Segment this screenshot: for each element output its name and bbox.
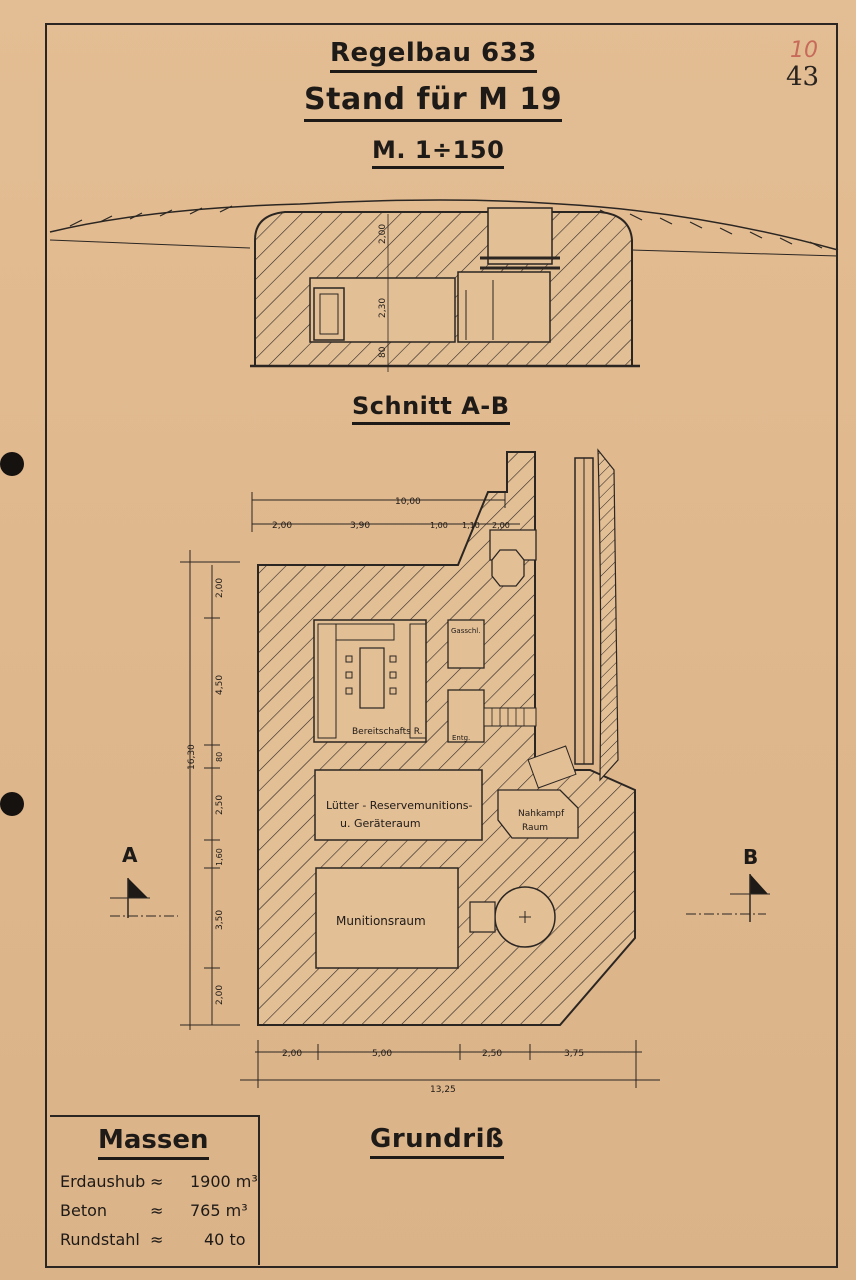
section-drawing: 2,00 2,30 80 (49, 199, 839, 372)
massen-value: 765 m³ (190, 1201, 248, 1220)
massen-row-rundstahl: Rundstahl (60, 1230, 140, 1249)
dim-left-5: 1,60 (215, 848, 224, 866)
dim-bottom-2: 5,00 (372, 1049, 392, 1059)
label-bereitschaft: Bereitschafts R. (352, 727, 423, 737)
dim-top-1: 2,00 (272, 521, 292, 531)
punch-hole-bottom (0, 792, 24, 816)
section-dim-2: 2,30 (378, 298, 388, 318)
dim-top-3: 1,00 (430, 521, 448, 530)
dim-left-2: 4,50 (215, 675, 225, 695)
dim-bottom-total: 13,25 (430, 1085, 456, 1095)
ladder (574, 448, 619, 782)
room-luefter (314, 769, 483, 841)
dim-bottom-1: 2,00 (282, 1049, 302, 1059)
title-scale: M. 1÷150 (372, 136, 505, 169)
massen-sym: ≈ (150, 1230, 164, 1249)
plan-label: Grundriß (370, 1124, 505, 1159)
label-nahkampf-2: Raum (522, 823, 548, 833)
label-entgiftung: Entg. (452, 734, 470, 742)
plan-drawing: Bereitschafts R. Gasschl. Entg. Lütter -… (110, 448, 770, 1095)
massen-value: 40 to (204, 1230, 246, 1249)
marker-a-label: A (122, 843, 138, 867)
label-gasschleuse: Gasschl. (451, 627, 480, 635)
label-munition: Munitionsraum (336, 914, 426, 928)
massen-label: Beton (60, 1201, 108, 1220)
dim-left-7: 2,00 (215, 985, 225, 1005)
page-number: 43 (786, 62, 820, 92)
massen-sym: ≈ (150, 1172, 164, 1191)
massen-sym: ≈ (150, 1201, 164, 1220)
dim-top-2: 3,90 (350, 521, 370, 531)
massen-value: 1900 m³ (190, 1172, 258, 1191)
room-bereitschaft (313, 619, 427, 743)
room-gasschleuse (447, 619, 485, 669)
dim-bottom-4: 3,75 (564, 1049, 584, 1059)
section-marker-b (686, 874, 770, 922)
massen-table: Massen Erdaushub ≈ 1900 m³ Beton ≈ 765 m… (50, 1115, 260, 1265)
section-dim-1: 2,00 (378, 224, 388, 244)
sheet-frame (45, 23, 838, 1268)
title-stand: Stand für M 19 (304, 82, 563, 122)
dim-top-4: 1,10 (462, 521, 480, 530)
massen-title: Massen (98, 1125, 209, 1160)
massen-label: Rundstahl (60, 1230, 140, 1249)
dim-bottom-3: 2,50 (482, 1049, 502, 1059)
room-entgiftung (447, 689, 485, 743)
label-luefter-2: u. Geräteraum (340, 817, 421, 830)
label-nahkampf-1: Nahkampf (518, 809, 565, 819)
marker-b-label: B (743, 845, 758, 869)
dim-left-6: 3,50 (215, 910, 225, 930)
massen-row-erdaushub: Erdaushub (60, 1172, 145, 1191)
dim-left-1: 2,00 (215, 578, 225, 598)
massen-label: Erdaushub (60, 1172, 146, 1191)
section-dim-3: 80 (378, 346, 388, 358)
dim-top-total: 10,00 (395, 497, 421, 507)
title-regelbau: Regelbau 633 (330, 38, 537, 73)
section-marker-a (110, 878, 178, 918)
dim-left-4: 2,50 (215, 795, 225, 815)
room-munition (315, 867, 459, 969)
punch-hole-top (0, 452, 24, 476)
red-pencil-mark: 10 (790, 38, 818, 63)
label-luefter-1: Lütter - Reservemunitions- (326, 799, 473, 812)
dim-top-5: 2,00 (492, 521, 510, 530)
massen-row-beton: Beton (60, 1201, 107, 1220)
room-nahkampf (497, 789, 579, 839)
section-label: Schnitt A-B (352, 392, 510, 425)
dim-left-total: 16,30 (187, 744, 197, 770)
dim-left-3: 80 (215, 752, 224, 762)
